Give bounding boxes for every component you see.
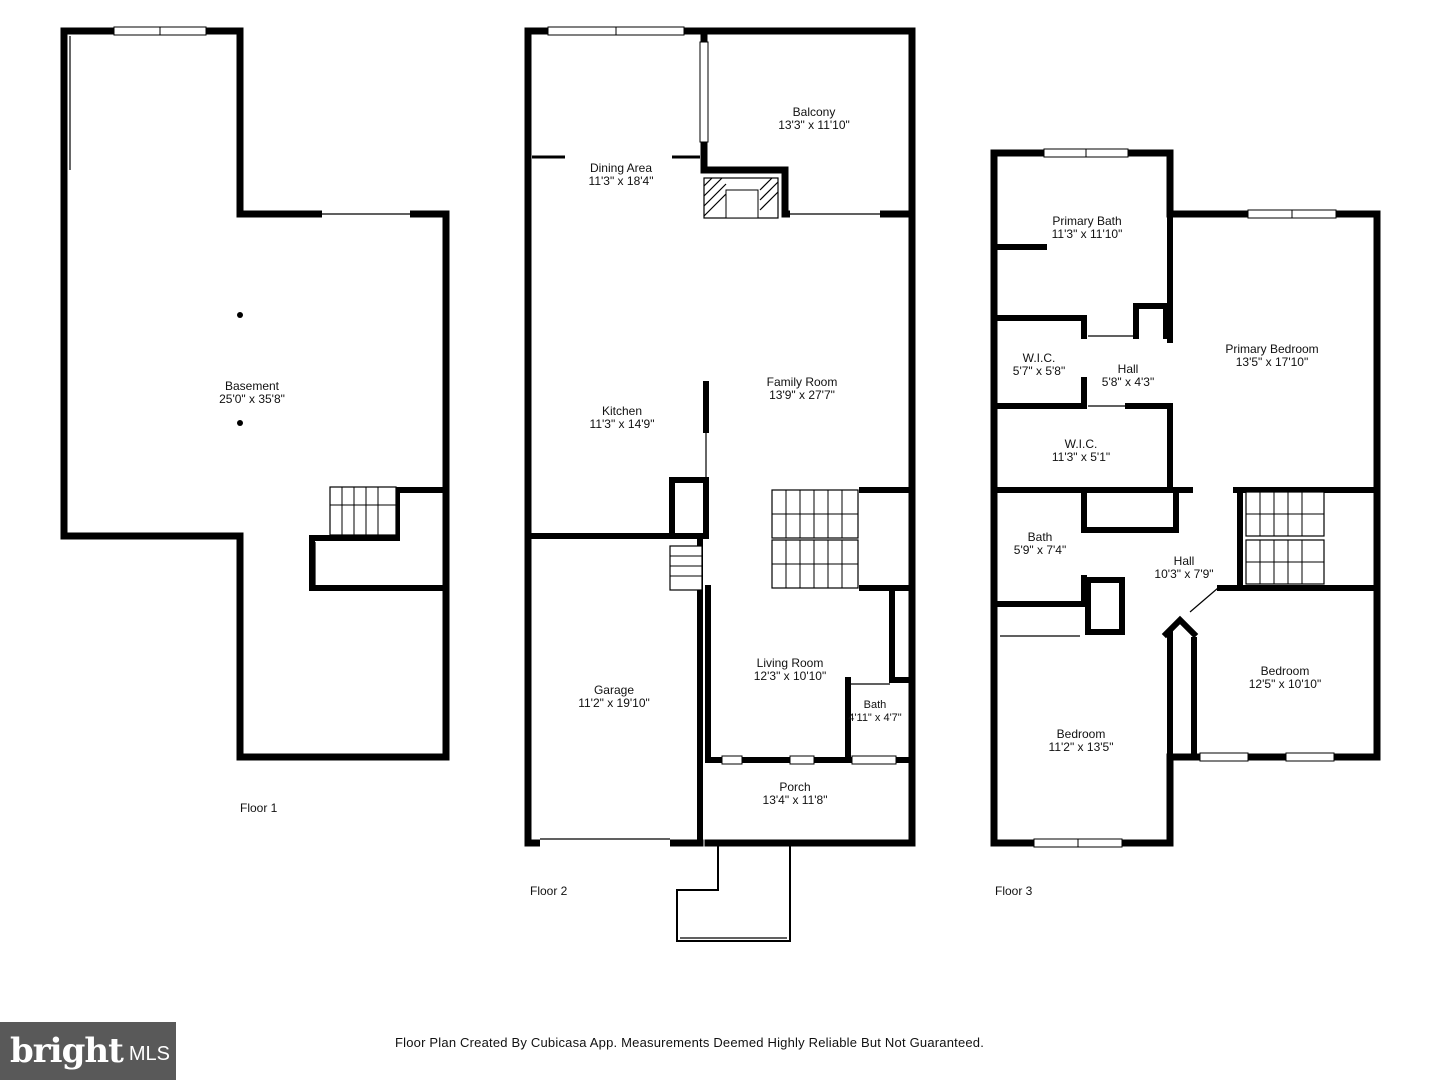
logo-brand-text: bright bbox=[10, 1031, 124, 1071]
floor-1-walls bbox=[60, 26, 450, 761]
floor-2-label: Floor 2 bbox=[530, 884, 568, 898]
floor-3-label: Floor 3 bbox=[995, 884, 1033, 898]
room-label-wic-small: W.I.C.5'7" x 5'8" bbox=[1012, 351, 1066, 378]
floor-3-walls bbox=[990, 148, 1381, 848]
disclaimer-footer: Floor Plan Created By Cubicasa App. Meas… bbox=[395, 1035, 985, 1050]
bright-mls-logo: bright MLS bbox=[0, 1022, 176, 1080]
room-label-wic-large: W.I.C.11'3" x 5'1" bbox=[1051, 437, 1111, 464]
floor-2-walls bbox=[524, 26, 916, 942]
floor-1-label: Floor 1 bbox=[240, 801, 278, 815]
logo-mls-text: MLS bbox=[128, 1042, 170, 1065]
